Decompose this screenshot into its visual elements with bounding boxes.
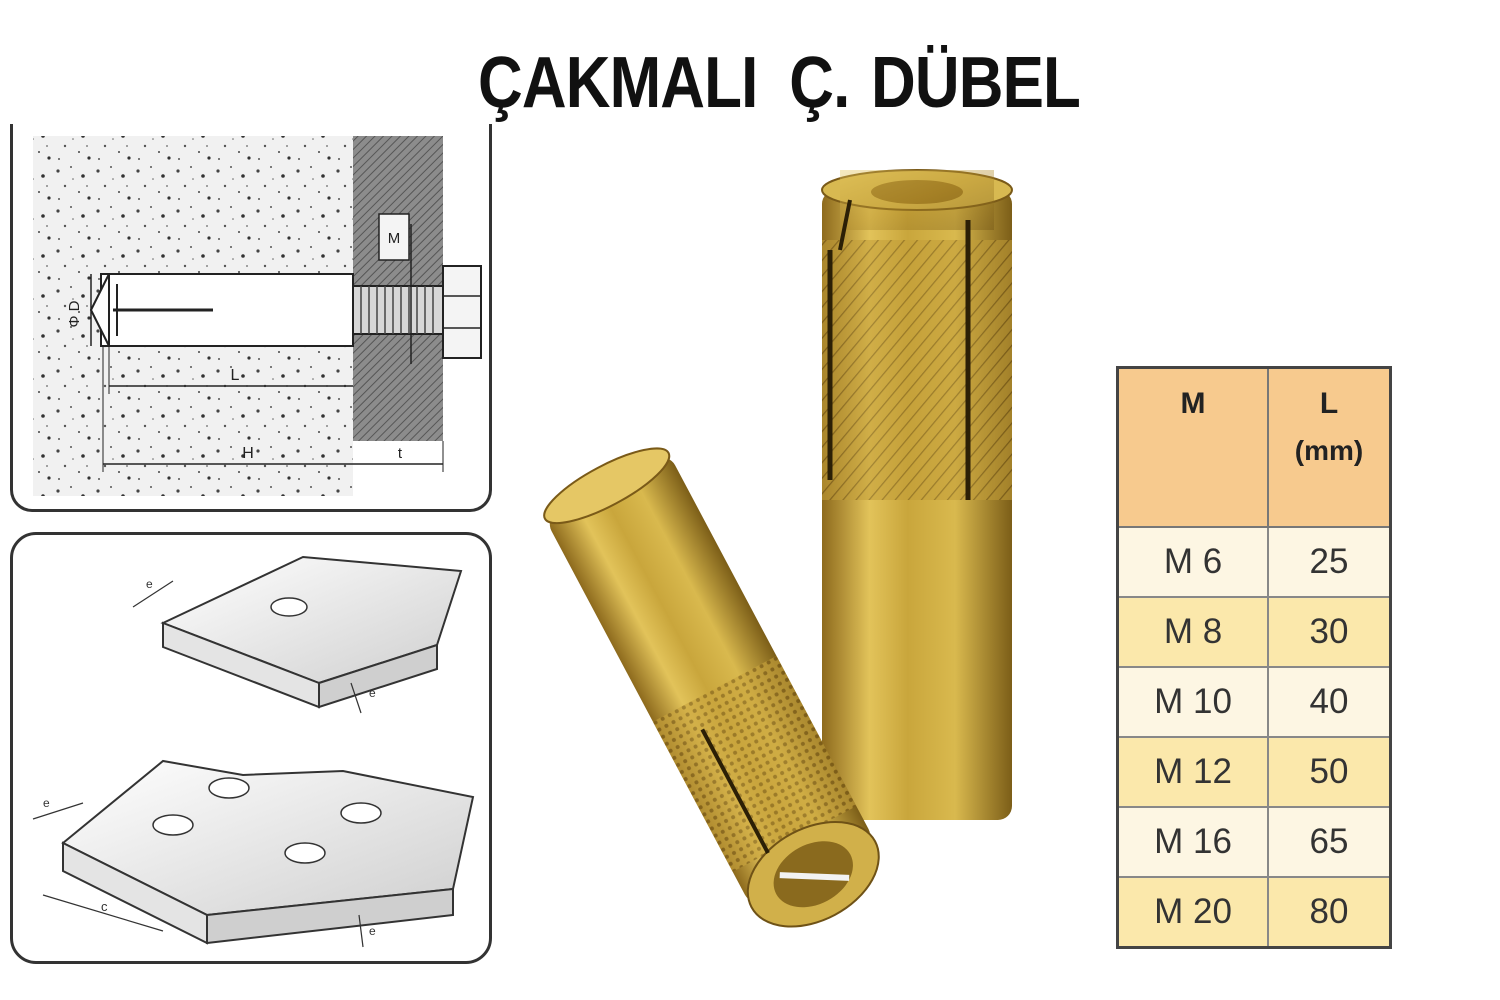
table-row: M 12 50 <box>1116 736 1392 808</box>
dim-m-label: M <box>388 230 401 247</box>
dim-e-upper-side: e <box>369 686 376 700</box>
dim-e-lower-top: e <box>43 796 50 810</box>
table-row: M 16 65 <box>1116 806 1392 878</box>
table-row: M 6 25 <box>1116 526 1392 598</box>
anchor-illustration <box>543 169 1013 928</box>
cell-l: 65 <box>1267 806 1392 878</box>
dim-l-label: L <box>231 367 240 384</box>
cell-l: 80 <box>1267 876 1392 949</box>
cell-l: 40 <box>1267 666 1392 738</box>
dim-e-lower-side: e <box>369 924 376 938</box>
header-l: L(mm) <box>1267 366 1392 528</box>
cell-m: M 12 <box>1116 736 1269 808</box>
bolt-thread <box>352 285 444 335</box>
spacing-diagram: e e e c e <box>10 532 492 964</box>
product-photo <box>540 160 1060 950</box>
spacing-drawing: e e e c e <box>32 555 475 948</box>
dim-c-label: c <box>101 899 108 914</box>
table-header-row: M L(mm) <box>1116 366 1392 528</box>
page-title: ÇAKMALI Ç. DÜBEL <box>478 42 1081 124</box>
size-table: M L(mm) M 6 25 M 8 30 M 10 40 M 12 50 M … <box>1116 366 1392 949</box>
cell-m: M 20 <box>1116 876 1269 949</box>
title-word-2: Ç. <box>789 43 850 123</box>
cell-m: M 10 <box>1116 666 1269 738</box>
standing-anchor <box>821 169 1013 820</box>
single-hole <box>270 597 308 617</box>
dim-h-label: H <box>242 445 254 462</box>
dim-e-upper-top: e <box>146 577 153 591</box>
header-m: M <box>1116 366 1269 528</box>
cell-l: 50 <box>1267 736 1392 808</box>
cell-l: 30 <box>1267 596 1392 668</box>
cell-l: 25 <box>1267 526 1392 598</box>
title-word-1: ÇAKMALI <box>478 43 758 123</box>
dim-t-label: t <box>398 445 403 462</box>
bolt-head <box>442 265 482 359</box>
section-drawing: M Φ D L H t <box>33 136 482 496</box>
cell-m: M 8 <box>1116 596 1269 668</box>
dim-d-label: Φ D <box>66 300 83 327</box>
table-row: M 10 40 <box>1116 666 1392 738</box>
header-l-unit: (mm) <box>1294 435 1364 466</box>
cell-m: M 16 <box>1116 806 1269 878</box>
installation-section-diagram: M Φ D L H t <box>10 124 492 512</box>
table-row: M 20 80 <box>1116 876 1392 949</box>
tilted-anchor <box>543 447 880 928</box>
hole-c <box>340 802 382 824</box>
hole-b <box>152 814 194 836</box>
hole-d <box>284 842 326 864</box>
title-word-3: DÜBEL <box>871 43 1081 123</box>
table-row: M 8 30 <box>1116 596 1392 668</box>
hole-a <box>208 777 250 799</box>
cell-m: M 6 <box>1116 526 1269 598</box>
